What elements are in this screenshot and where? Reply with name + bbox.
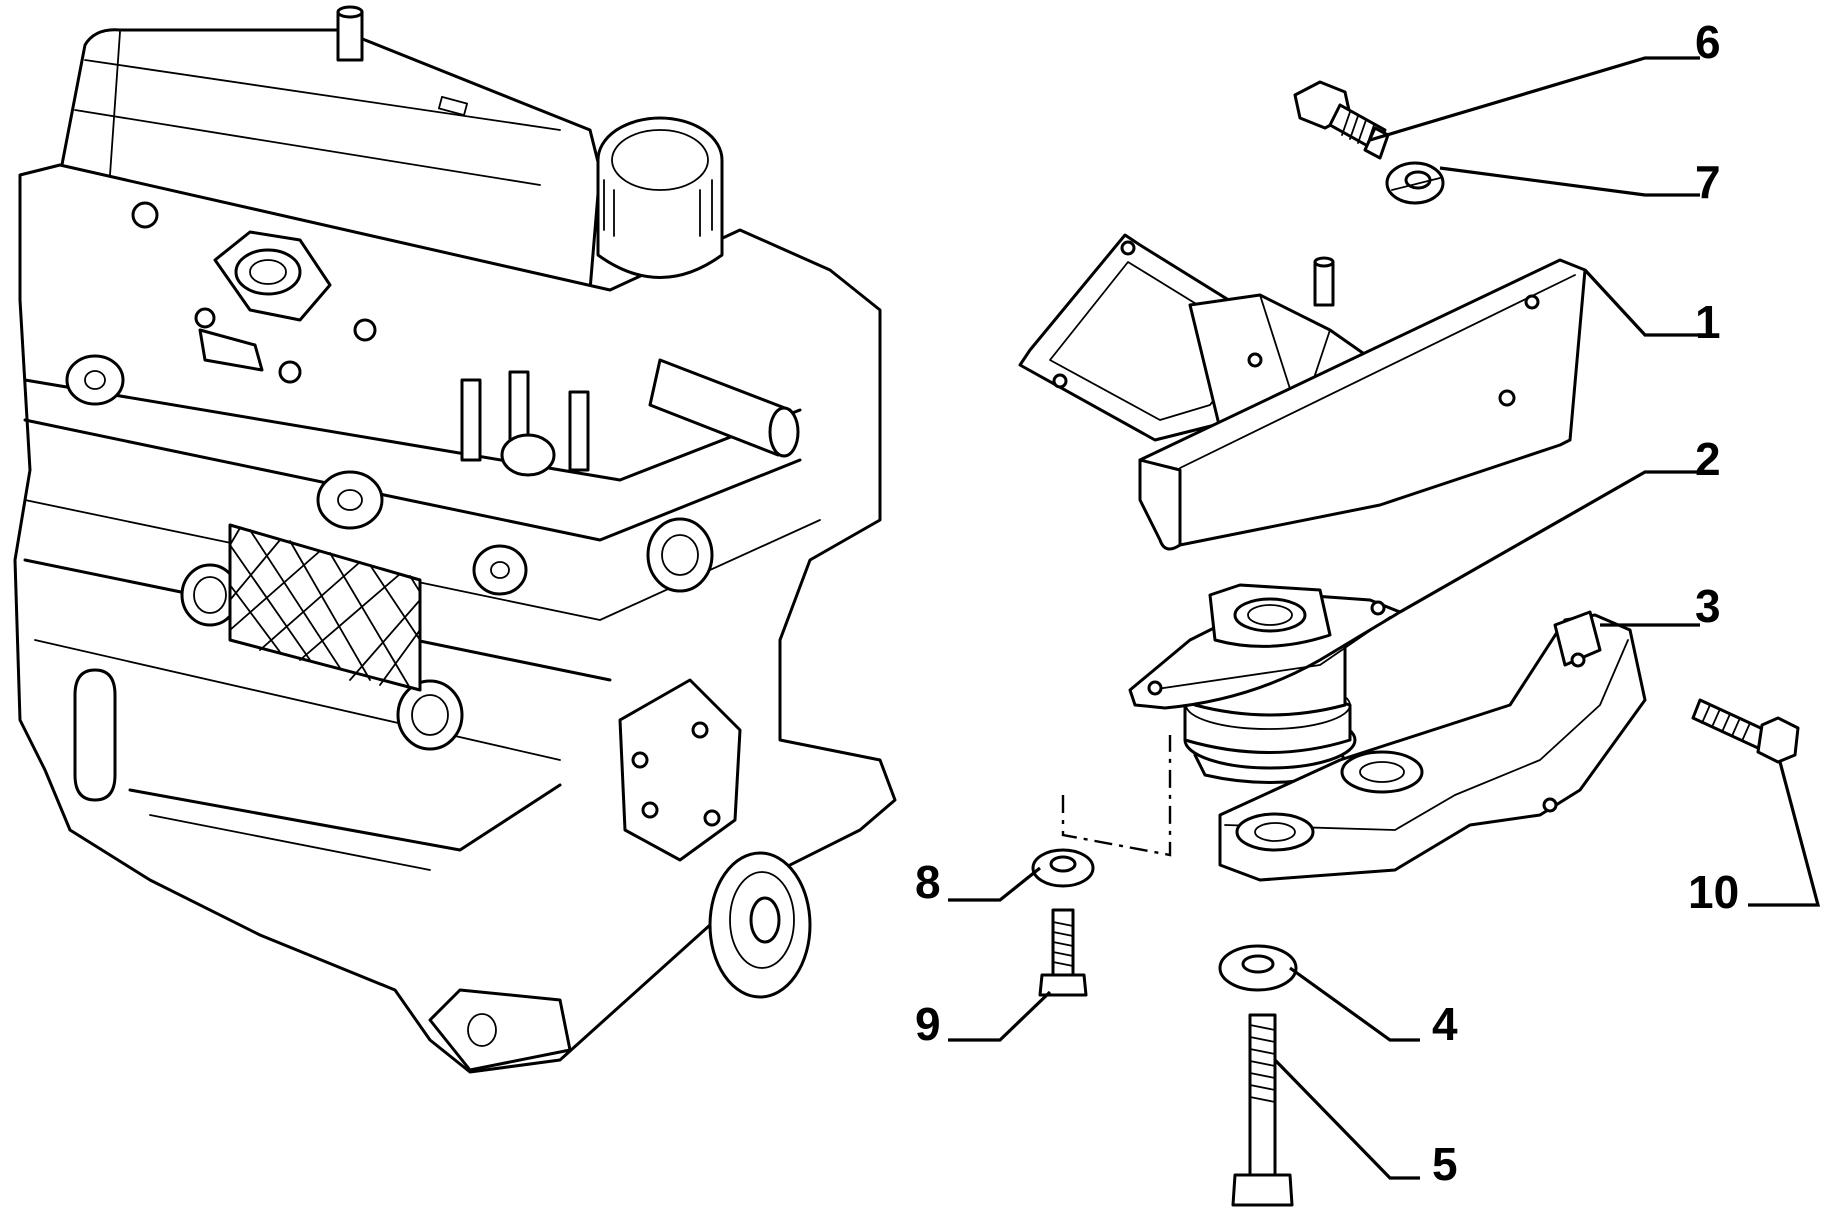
part-2-rubber-mount: [1128, 583, 1402, 784]
callout-7: 7: [1695, 156, 1721, 208]
leader-10: [1748, 761, 1821, 907]
part-3-lower-bracket: [1218, 610, 1647, 882]
callout-3: 3: [1695, 580, 1721, 632]
leader-5: [1273, 1058, 1420, 1180]
part-1-mount-bracket: [1018, 233, 1587, 551]
callout-10: 10: [1688, 866, 1739, 918]
callout-labels: 6 7 1 2 3 10 8 9 4 5: [915, 16, 1739, 1190]
callout-9: 9: [915, 998, 941, 1050]
part-8-washer: [1031, 848, 1095, 888]
callout-2: 2: [1695, 433, 1721, 485]
callout-5: 5: [1432, 1138, 1458, 1190]
leader-8: [948, 866, 1041, 902]
callout-1: 1: [1695, 296, 1721, 348]
leader-lines: [948, 56, 1821, 1180]
callout-8: 8: [915, 856, 941, 908]
part-7-washer: [1385, 161, 1445, 205]
part-6-bolt: [1293, 80, 1390, 160]
leader-9: [948, 990, 1052, 1042]
part-4-washer: [1218, 944, 1298, 992]
assembly-guide-line: [1061, 735, 1172, 857]
callout-6: 6: [1695, 16, 1721, 68]
part-10-bolt: [1691, 698, 1800, 764]
leader-2: [1399, 470, 1700, 614]
leader-1: [1583, 268, 1700, 337]
leader-4: [1289, 966, 1420, 1042]
leader-6: [1369, 56, 1700, 142]
callout-4: 4: [1432, 998, 1458, 1050]
engine-block: [13, 5, 897, 1074]
leader-7: [1439, 166, 1700, 197]
crosshatch-panel: [228, 523, 422, 692]
part-5-bolt: [1231, 1013, 1294, 1207]
part-9-bolt: [1038, 908, 1088, 997]
